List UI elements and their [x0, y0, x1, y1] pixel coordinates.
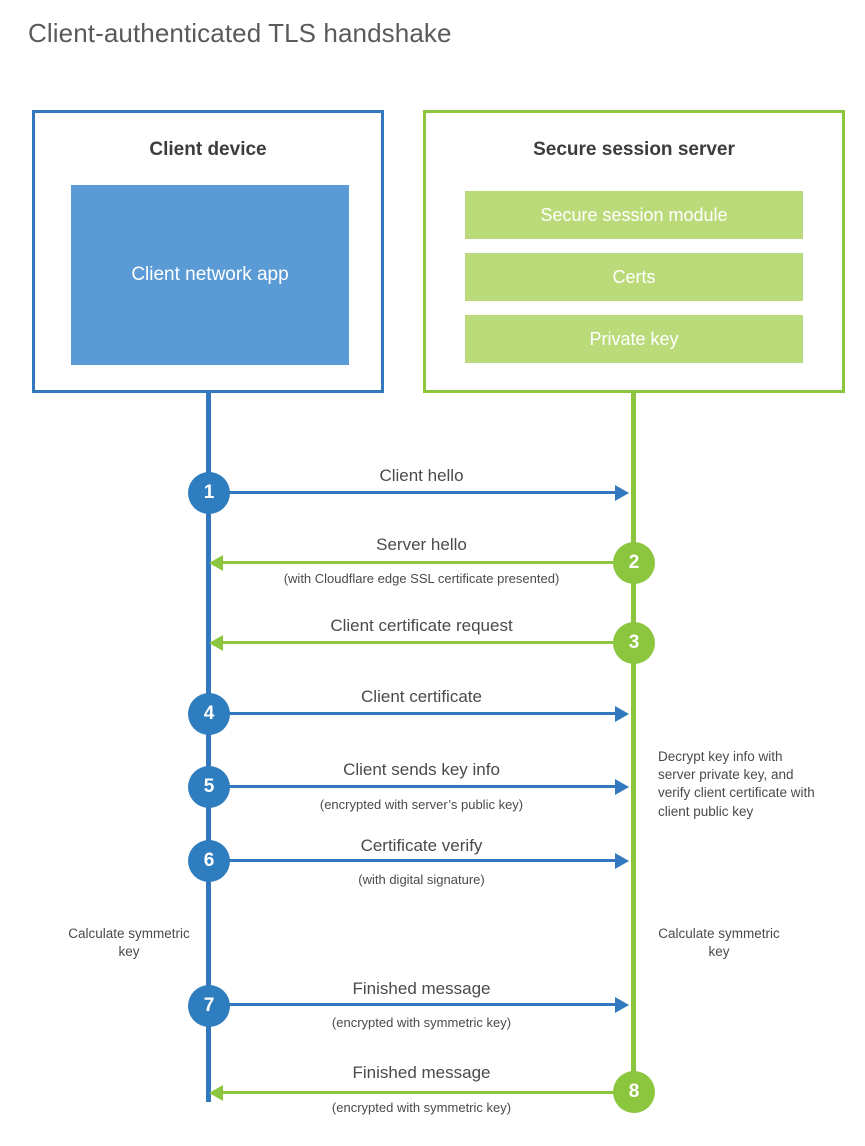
step-7-arrowhead-right-icon [615, 997, 629, 1013]
step-8-sublabel: (encrypted with symmetric key) [331, 1100, 512, 1115]
client-lifeline [206, 393, 211, 1102]
client-calculate-symmetric-key-note: Calculate symmetric key [68, 926, 190, 960]
server-bar-private-key: Private key [465, 315, 803, 363]
server-bar-secure-session-module: Secure session module [465, 191, 803, 239]
client-network-app-block: Client network app [71, 185, 349, 365]
client-device-title: Client device [149, 139, 267, 160]
step-1-label: Client hello [379, 466, 464, 485]
step-3-arrow-line [223, 641, 634, 644]
step-4-arrowhead-right-icon [615, 706, 629, 722]
step-6-label: Certificate verify [360, 836, 483, 855]
step-6-sublabel: (with digital signature) [358, 872, 485, 887]
step-2-sublabel: (with Cloudflare edge SSL certificate pr… [283, 571, 560, 586]
step-3-arrowhead-left-icon [209, 635, 223, 651]
step-6-circle: 6 [188, 840, 230, 882]
client-device-box: Client device Client network app [32, 110, 384, 393]
step-3-circle: 3 [613, 622, 655, 664]
step-5-circle: 5 [188, 766, 230, 808]
step-5-arrow-line [209, 785, 615, 788]
step-8-arrow-line [223, 1091, 634, 1094]
server-bar-certs: Certs [465, 253, 803, 301]
step-1-circle: 1 [188, 472, 230, 514]
page-title: Client-authenticated TLS handshake [28, 18, 452, 48]
server-lifeline [631, 393, 636, 1092]
secure-session-server-box: Secure session server Secure session mod… [423, 110, 845, 393]
step-5-label: Client sends key info [343, 760, 500, 779]
secure-session-server-title: Secure session server [533, 139, 735, 160]
step-8-arrowhead-left-icon [209, 1085, 223, 1101]
step-1-arrow-line [209, 491, 615, 494]
step-2-arrow-line [223, 561, 634, 564]
step-7-arrow-line [209, 1003, 615, 1006]
step-2-label: Server hello [376, 535, 467, 554]
step-5-arrowhead-right-icon [615, 779, 629, 795]
step-8-circle: 8 [613, 1071, 655, 1113]
server-calculate-symmetric-key-note: Calculate symmetric key [658, 926, 780, 960]
step-6-arrowhead-right-icon [615, 853, 629, 869]
step-2-arrowhead-left-icon [209, 555, 223, 571]
step-8-label: Finished message [352, 1063, 491, 1082]
step-2-circle: 2 [613, 542, 655, 584]
step-4-arrow-line [209, 712, 615, 715]
step-7-sublabel: (encrypted with symmetric key) [331, 1015, 512, 1030]
step-5-sublabel: (encrypted with server’s public key) [319, 797, 524, 812]
step-7-circle: 7 [188, 985, 230, 1027]
step-7-label: Finished message [352, 979, 491, 998]
step-3-label: Client certificate request [330, 616, 513, 635]
step-1-arrowhead-right-icon [615, 485, 629, 501]
step-6-arrow-line [209, 859, 615, 862]
step-4-circle: 4 [188, 693, 230, 735]
server-decrypt-note: Decrypt key info with server private key… [658, 749, 815, 819]
step-4-label: Client certificate [361, 687, 482, 706]
